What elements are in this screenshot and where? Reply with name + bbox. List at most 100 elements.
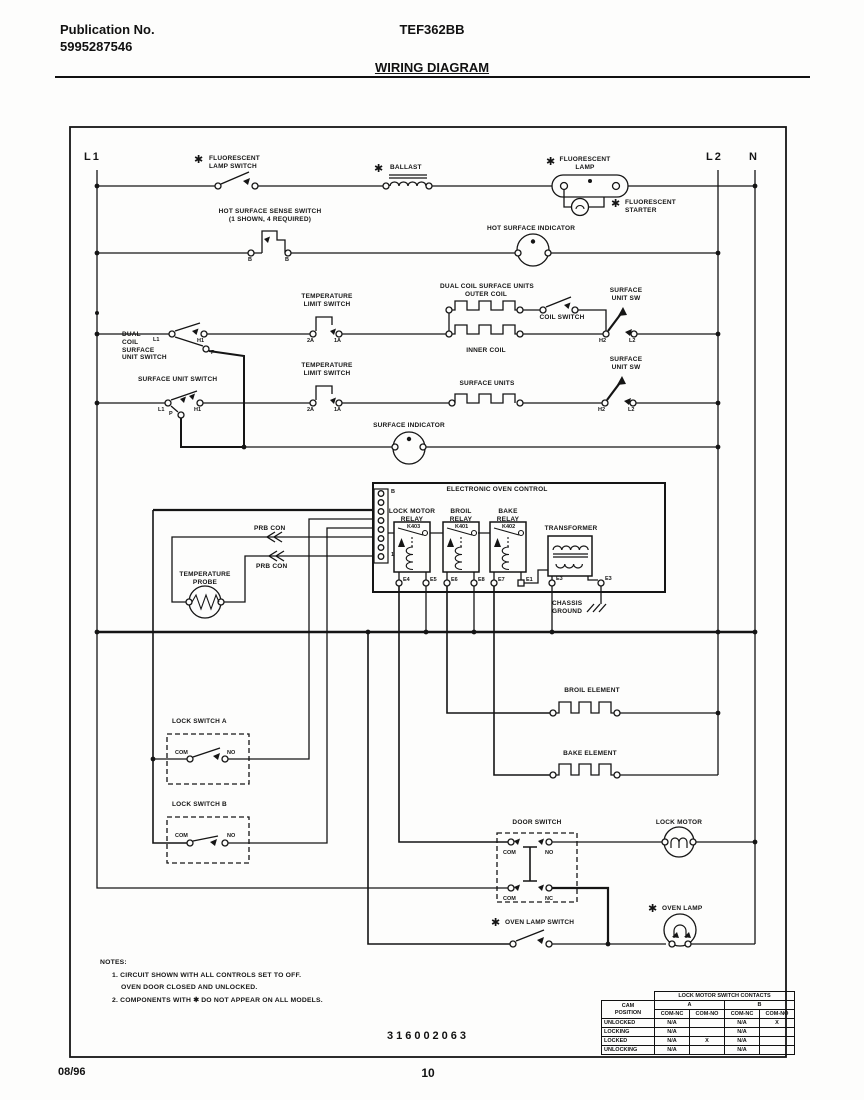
- inner-coil-symbol: [452, 324, 517, 335]
- table-cell: N/A: [724, 1036, 760, 1046]
- lock-motor-relay-symbol: [393, 521, 431, 573]
- surface-unit-sw-label-2: SURFACE UNIT SW: [609, 356, 643, 371]
- terminal-strip-b: B: [391, 489, 395, 495]
- model-number: TEF362BB: [399, 22, 465, 37]
- table-cell: N/A: [654, 1018, 690, 1028]
- footer-date: 08/96: [58, 1066, 86, 1078]
- bus-label-l1: L1: [84, 151, 101, 163]
- hot-surface-circuit: [97, 230, 716, 267]
- terminal-com: COM: [503, 850, 516, 856]
- table-cell: X: [759, 1018, 795, 1028]
- terminal-1a: 1A: [334, 338, 342, 344]
- terminal-com: COM: [175, 750, 188, 756]
- lock-motor-switch-contacts-table: LOCK MOTOR SWITCH CONTACTS CAM POSITION …: [601, 991, 795, 1055]
- surface-unit-switch-label: SURFACE UNIT SWITCH: [138, 376, 218, 383]
- surface-units-symbol: [454, 393, 516, 404]
- k402-label: K402: [502, 524, 516, 530]
- lock-switch-a-box: [166, 733, 250, 785]
- hot-surface-sense-switch-label: HOT SURFACE SENSE SWITCH (1 SHOWN, 4 REQ…: [218, 208, 322, 223]
- header-rule: [55, 76, 810, 78]
- table-row-label: UNLOCKED: [601, 1018, 655, 1028]
- fluorescent-lamp-label: FLUORESCENT LAMP: [559, 156, 611, 171]
- prb-con-label-1: PRB CON: [254, 525, 286, 532]
- terminal-h1: H1: [197, 338, 205, 344]
- table-row: UNLOCKING N/A N/A: [601, 1045, 795, 1055]
- transformer-label: TRANSFORMER: [544, 525, 598, 532]
- table-row-label: LOCKING: [601, 1027, 655, 1037]
- table-cell: N/A: [724, 1027, 760, 1037]
- table-subheader: COM-NO: [689, 1009, 725, 1019]
- table-title: LOCK MOTOR SWITCH CONTACTS: [654, 991, 795, 1001]
- table-cell: [759, 1036, 795, 1046]
- e1-terminal: [517, 579, 525, 587]
- publication-number: 5995287546: [60, 39, 133, 54]
- terminal-no: NO: [227, 750, 236, 756]
- terminal-l2: L2: [629, 338, 636, 344]
- table-cell: N/A: [724, 1018, 760, 1028]
- outer-coil-symbol: [452, 300, 517, 311]
- fluorescent-lamp-circuit: [97, 171, 753, 217]
- bus-label-l2: L2: [706, 151, 723, 163]
- k401-label: K401: [455, 524, 469, 530]
- surface-unit-circuit: [97, 379, 716, 465]
- terminal-l2: L2: [628, 407, 635, 413]
- diagram-border: [69, 126, 787, 1058]
- terminal-e1: E1: [526, 577, 533, 583]
- surface-indicator-label: SURFACE INDICATOR: [373, 422, 445, 429]
- table-cell: [689, 1027, 725, 1037]
- asterisk-mark: ✱: [194, 153, 204, 166]
- lock-motor-label: LOCK MOTOR: [655, 819, 703, 826]
- terminal-1a: 1A: [334, 407, 342, 413]
- asterisk-mark: ✱: [546, 155, 556, 168]
- table-row-label: UNLOCKING: [601, 1045, 655, 1055]
- broil-relay-symbol: [442, 521, 480, 573]
- oven-lamp-switch-label: OVEN LAMP SWITCH: [505, 919, 575, 926]
- bake-relay-label: BAKE RELAY: [496, 508, 520, 523]
- terminal-com: COM: [175, 833, 188, 839]
- electronic-oven-control-box: [372, 482, 666, 613]
- terminal-e8: E8: [478, 577, 485, 583]
- bake-element-label: BAKE ELEMENT: [563, 750, 617, 757]
- asterisk-mark: ✱: [491, 916, 501, 929]
- temperature-probe-label: TEMPERATURE PROBE: [179, 571, 231, 586]
- temperature-limit-switch-label-2: TEMPERATURE LIMIT SWITCH: [301, 362, 353, 377]
- terminal-e7: E7: [498, 577, 505, 583]
- broil-element-symbol: [556, 701, 614, 714]
- table-cell: N/A: [654, 1027, 690, 1037]
- table-cell: [689, 1018, 725, 1028]
- terminal-e6: E6: [451, 577, 458, 583]
- note-line-1: 1. CIRCUIT SHOWN WITH ALL CONTROLS SET T…: [112, 972, 302, 979]
- table-subheader: COM-NC: [654, 1009, 690, 1019]
- terminal-nc: NC: [545, 896, 553, 902]
- table-cell: X: [689, 1036, 725, 1046]
- terminal-e4: E4: [403, 577, 410, 583]
- table-row-header: CAM POSITION: [601, 1000, 655, 1019]
- asterisk-mark: ✱: [611, 197, 621, 210]
- terminal-e5: E5: [430, 577, 437, 583]
- transformer-symbol: [547, 535, 593, 577]
- terminal-2a: 2A: [307, 407, 315, 413]
- publication-label: Publication No.: [60, 22, 155, 37]
- terminal-b: B: [248, 257, 252, 263]
- table-row-label: LOCKED: [601, 1036, 655, 1046]
- table-subheader: COM-NO: [759, 1009, 795, 1019]
- oven-lamp-symbol: [663, 913, 697, 947]
- bus-lines: [96, 170, 756, 944]
- terminal-strip-1: 1: [391, 552, 395, 558]
- door-switch-box: [496, 832, 578, 903]
- dual-coil-surface-unit-switch-label: DUAL COIL SURFACE UNIT SWITCH: [122, 331, 167, 362]
- coil-switch-label: COIL SWITCH: [539, 314, 585, 321]
- note-line-3: 2. COMPONENTS WITH ✱ DO NOT APPEAR ON AL…: [112, 997, 323, 1004]
- table-cell: [759, 1045, 795, 1055]
- fluorescent-starter-symbol: [570, 197, 590, 217]
- part-number: 316002063: [386, 1030, 470, 1042]
- table-cell: N/A: [654, 1045, 690, 1055]
- chassis-ground-symbol: [586, 586, 607, 613]
- asterisk-mark: ✱: [374, 162, 384, 175]
- electronic-oven-control-label: ELECTRONIC OVEN CONTROL: [446, 486, 548, 493]
- terminal-l1: L1: [153, 337, 160, 343]
- lock-switch-b-box: [166, 816, 250, 864]
- terminal-h2: H2: [599, 338, 607, 344]
